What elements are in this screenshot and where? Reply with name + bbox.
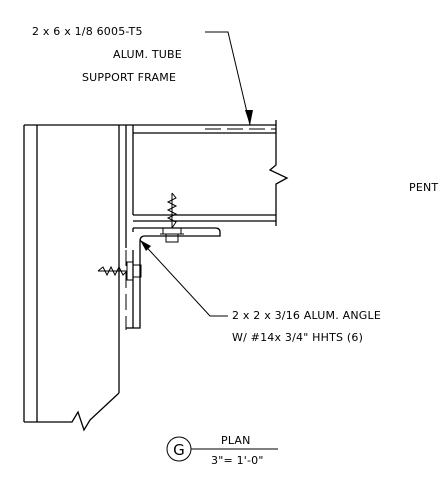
detail-scale: 3"= 1'-0"	[211, 454, 264, 467]
horizontal-tube	[133, 120, 289, 226]
angle-label-line2: W/ #14x 3/4" HHTS (6)	[232, 331, 363, 344]
tube-label-line3: SUPPORT FRAME	[82, 71, 176, 84]
detail-tag: G PLAN 3"= 1'-0"	[166, 434, 278, 467]
vertical-screw	[160, 192, 184, 243]
horizontal-screw	[97, 258, 142, 284]
angle-leader	[139, 239, 228, 317]
vertical-post	[23, 124, 134, 422]
tube-label-line1: 2 x 6 x 1/8 6005-T5	[32, 25, 143, 38]
angle-label-line1: 2 x 2 x 3/16 ALUM. ANGLE	[232, 309, 381, 322]
detail-letter: G	[173, 441, 185, 459]
tube-label-line2: ALUM. TUBE	[113, 48, 182, 61]
detail-title: PLAN	[221, 434, 251, 447]
side-label: PENT	[409, 181, 438, 194]
tube-leader	[205, 31, 253, 126]
angle-clip	[132, 227, 221, 329]
bottom-break-line	[24, 392, 120, 432]
